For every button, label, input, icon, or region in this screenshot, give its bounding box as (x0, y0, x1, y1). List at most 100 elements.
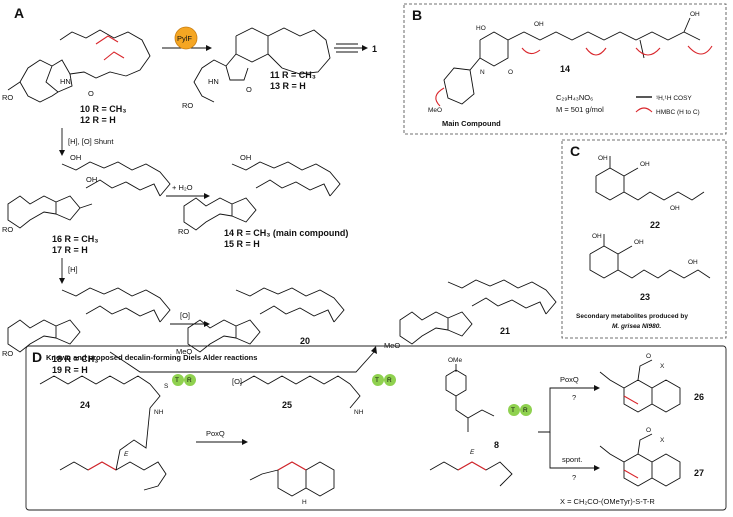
question-label-1: ? (572, 393, 576, 402)
hmbc-legend-arrow (635, 107, 653, 113)
compound-8-label: 8 (494, 440, 499, 450)
ro-label-4: RO (178, 227, 189, 236)
o-label-2: O (246, 85, 252, 94)
question-label-2: ? (572, 473, 576, 482)
panel-d-letter: D (32, 349, 42, 365)
o-label-1: [O] (180, 311, 190, 320)
structure-18-19 (7, 287, 171, 353)
compound-20-label: 20 (300, 336, 310, 346)
x-definition: X = CH₂CO-(OMeTyr)-S-T-R (560, 497, 655, 506)
nh-label-25: NH (354, 409, 364, 416)
s-label-24: S (164, 383, 169, 390)
panel-c-caption-1: Secondary metabolites produced by (576, 313, 688, 320)
nh-label-24: NH (154, 409, 164, 416)
t-label-8: T (511, 407, 515, 414)
ro-label-5: RO (2, 349, 13, 358)
structure-26 (599, 359, 681, 413)
structure-10-12 (7, 29, 151, 103)
structure-27 (599, 433, 681, 487)
panel-c-caption-2: M. grisea NI980. (612, 323, 661, 330)
water-label: + H₂O (172, 183, 193, 192)
oh-label-23a: OH (592, 233, 602, 240)
compound-21-label: 21 (500, 326, 510, 336)
pylf-enzyme-icon (174, 26, 198, 50)
compound-24-label: 24 (80, 400, 90, 410)
compound-22-label: 22 (650, 220, 660, 230)
o-label-27: O (646, 427, 651, 434)
mass-label: M = 501 g/mol (556, 105, 604, 114)
t-domain-icon-24 (172, 374, 184, 386)
r-label-8: R (523, 407, 528, 414)
t-domain-icon-8 (508, 404, 520, 416)
o-label-1: O (88, 89, 94, 98)
oh-label-16b: OH (86, 175, 97, 184)
poxq-label-2: PoxQ (560, 375, 579, 384)
o-label-2: [O] (232, 377, 242, 386)
oh-label-b1: OH (534, 21, 544, 28)
n-label-b: N (480, 69, 485, 76)
oh-label-b2: OH (690, 11, 700, 18)
t-label-24: T (175, 377, 179, 384)
cosy-legend-label: ¹H,¹H COSY (656, 95, 692, 102)
oh-label-22a: OH (598, 155, 608, 162)
compound-16-label: 16 R = CH₃ (52, 234, 98, 244)
oh-label-16a: OH (70, 153, 81, 162)
oh-label-23b: OH (634, 239, 644, 246)
r-domain-icon-25 (384, 374, 396, 386)
compound-23-label: 23 (640, 292, 650, 302)
compound-10-label: 10 R = CH₃ (80, 104, 126, 114)
compound-11-label: 11 R = CH₃ (270, 70, 316, 80)
ro-label-3: RO (2, 225, 13, 234)
e-label-8: E (470, 449, 475, 456)
ome-label-8: OMe (448, 357, 462, 364)
r-label-25: R (387, 377, 392, 384)
panel-b-box (403, 3, 727, 135)
pylf-arrowhead (206, 45, 212, 51)
panel-b-letter: B (412, 7, 422, 23)
ho-label-2: RO (182, 101, 193, 110)
meo-label-b: MeO (428, 107, 442, 114)
oh-label-23c: OH (688, 259, 698, 266)
e-label-24: E (124, 451, 129, 458)
t-label-25: T (375, 377, 379, 384)
compound-18-label: 18 R = CH₃ (52, 354, 98, 364)
structure-23 (589, 234, 711, 279)
panel-a-letter: A (14, 5, 24, 21)
meo-label-20: MeO (176, 347, 192, 356)
hn-label-1: HN (60, 77, 71, 86)
shunt-label: [H], [O] Shunt (68, 137, 114, 146)
compound-12-label: 12 R = H (80, 115, 116, 125)
hn-label-2: HN (208, 77, 219, 86)
final-product-label: 1 (372, 44, 377, 54)
compound-17-label: 17 R = H (52, 245, 88, 255)
ho-label-b: HO (476, 25, 486, 32)
spont-label: spont. (562, 455, 582, 464)
compound-25-label: 25 (282, 400, 292, 410)
panel-c-box (561, 139, 727, 339)
compound-27-label: 27 (694, 468, 704, 478)
panel-d-box (25, 345, 727, 511)
t-domain-icon-25 (372, 374, 384, 386)
main-compound-caption: Main Compound (442, 119, 501, 128)
compound-19-label: 19 R = H (52, 365, 88, 375)
o-arrow-2 (109, 351, 375, 373)
pylf-label: PylF (177, 34, 192, 43)
formula-label: C₂₉H₄₃NO₆ (556, 93, 593, 102)
o-label-b: O (508, 69, 513, 76)
structure-8 (429, 364, 513, 487)
spont-arrow (549, 432, 594, 469)
r-domain-icon-8 (520, 404, 532, 416)
compound-15-label: 15 R = H (224, 239, 260, 249)
o-label-26: O (646, 353, 651, 360)
h-label-25: H (302, 499, 307, 506)
oh-label-22b: OH (640, 161, 650, 168)
oh-label-22c: OH (670, 205, 680, 212)
poxq-label-1: PoxQ (206, 429, 225, 438)
x-label-27: X (660, 437, 665, 444)
compound-14-number-b: 14 (560, 64, 570, 74)
structure-21 (399, 279, 557, 345)
oh-label-14a: OH (240, 153, 251, 162)
compound-14-label: 14 R = CH₃ (main compound) (224, 228, 348, 238)
h-label: [H] (68, 265, 78, 274)
